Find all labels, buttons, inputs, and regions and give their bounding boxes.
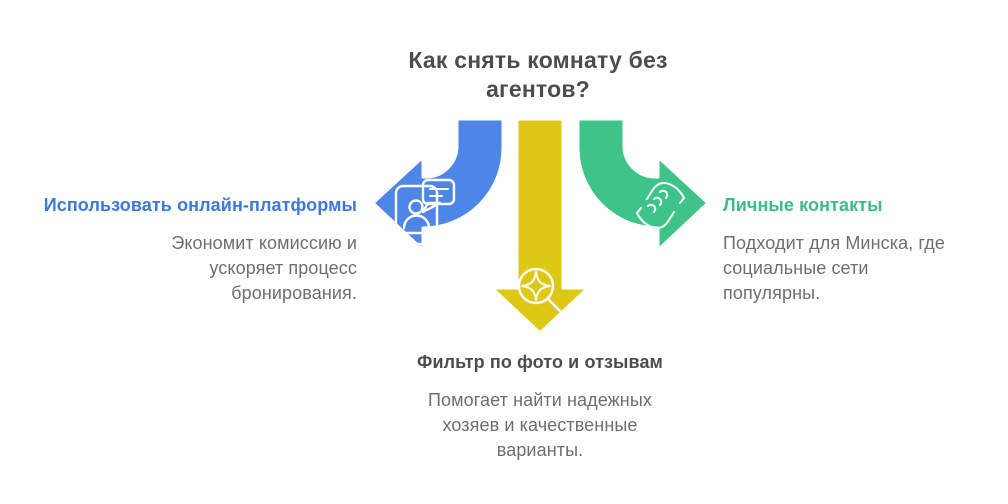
item-personal-contacts-body: Подходит для Минска, где социальные сети… [723, 233, 945, 303]
item-photo-filter-heading: Фильтр по фото и отзывам [417, 352, 663, 372]
item-personal-contacts: Личные контакты Подходит для Минска, где… [723, 194, 993, 306]
item-online-platforms-heading: Использовать онлайн-платформы [43, 195, 357, 215]
curved-arrow-right [576, 117, 710, 252]
handshake-icon [636, 181, 685, 230]
phone-chat-icon [394, 178, 456, 246]
item-online-platforms-body: Экономит комиссию и ускоряет процесс бро… [171, 233, 357, 303]
curved-arrow-left-shape [371, 117, 505, 252]
item-online-platforms: Использовать онлайн-платформы Экономит к… [27, 194, 357, 306]
item-photo-filter-body: Помогает найти надежных хозяев и качеств… [428, 390, 652, 460]
curved-arrow-left [371, 117, 505, 252]
search-sparkle-icon [517, 267, 563, 314]
item-photo-filter: Фильтр по фото и отзывам Помогает найти … [365, 351, 715, 463]
straight-arrow-down-shape [490, 117, 590, 335]
item-personal-contacts-heading: Личные контакты [723, 195, 883, 215]
straight-arrow-down [490, 117, 590, 335]
curved-arrow-right-shape [576, 117, 710, 252]
page-title: Как снять комнату без агентов? [408, 47, 668, 102]
